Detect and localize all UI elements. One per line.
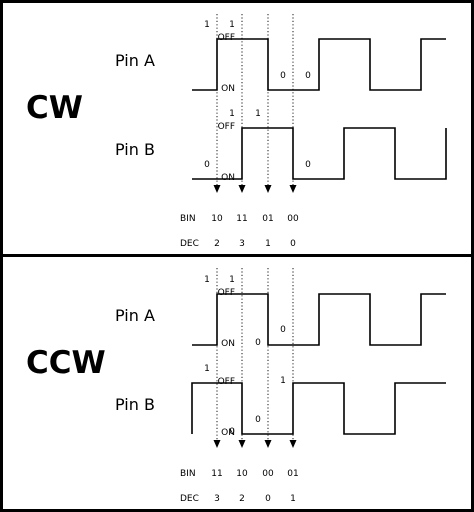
dec-value: 0 [290,239,296,249]
bin-value: 01 [287,469,298,479]
dec-value: 3 [214,494,220,504]
sample-arrow [238,440,246,448]
dec-value: 2 [214,239,220,249]
pin-b-bit: 0 [204,160,210,170]
direction-label: CCW [26,345,106,381]
pin-a-waveform [192,293,446,346]
sample-arrow [238,185,246,193]
pin-a-bit: 1 [229,275,235,285]
pin-a-off-level: OFF [218,33,235,43]
bin-value: 00 [262,469,274,479]
pin-b-on-level: ON [221,173,235,183]
bin-value: 00 [287,214,299,224]
pin-b-bit: 1 [255,109,261,119]
sample-arrow [213,440,221,448]
ccw-panel: CCW Pin A Pin B OFF ON OFF ON 1 1 0 [26,268,446,504]
pin-b-off-level: OFF [218,377,235,387]
bin-value: 10 [211,214,223,224]
dec-value: 0 [265,494,271,504]
dec-value: 2 [239,494,245,504]
pin-a-bit: 1 [229,20,235,30]
pin-a-bit: 0 [280,71,286,81]
pin-b-bit: 1 [280,376,286,386]
pin-b-bit: 1 [204,364,210,374]
pin-a-on-level: ON [221,84,235,94]
bin-value: 10 [236,469,248,479]
dec-value: 1 [290,494,296,504]
bin-row-label: BIN [180,214,196,224]
dec-row-label: DEC [180,494,199,504]
pin-b-label: Pin B [115,140,155,159]
pin-a-on-level: ON [221,339,235,349]
pin-a-label: Pin A [115,306,155,325]
pin-a-label: Pin A [115,51,155,70]
sample-arrow [289,440,297,448]
bin-value: 01 [262,214,273,224]
pin-b-label: Pin B [115,395,155,414]
bin-row-label: BIN [180,469,196,479]
pin-a-bit: 0 [280,325,286,335]
pin-b-off-level: OFF [218,122,235,132]
pin-a-bit: 0 [255,338,261,348]
pin-a-bit: 0 [305,71,311,81]
pin-b-bit: 0 [255,415,261,425]
pin-b-waveform [192,127,447,180]
pin-b-bit: 0 [305,160,311,170]
pin-b-bit: 0 [229,427,235,437]
pin-a-off-level: OFF [218,288,235,298]
sample-arrow [213,185,221,193]
pin-b-waveform [191,382,446,435]
sample-arrow [264,185,272,193]
bin-value: 11 [211,469,222,479]
pin-a-bit: 1 [204,275,210,285]
cw-panel: CW Pin A Pin B OFF ON OFF ON 1 1 0 0 [26,14,447,249]
sample-arrow [264,440,272,448]
sample-arrow [289,185,297,193]
dec-value: 3 [239,239,245,249]
direction-label: CW [26,90,83,126]
pin-b-on-level: ON [221,428,235,438]
dec-row-label: DEC [180,239,199,249]
pin-a-waveform [192,38,446,91]
dec-value: 1 [265,239,271,249]
pin-a-bit: 1 [204,20,210,30]
pin-b-bit: 1 [229,109,235,119]
bin-value: 11 [236,214,247,224]
